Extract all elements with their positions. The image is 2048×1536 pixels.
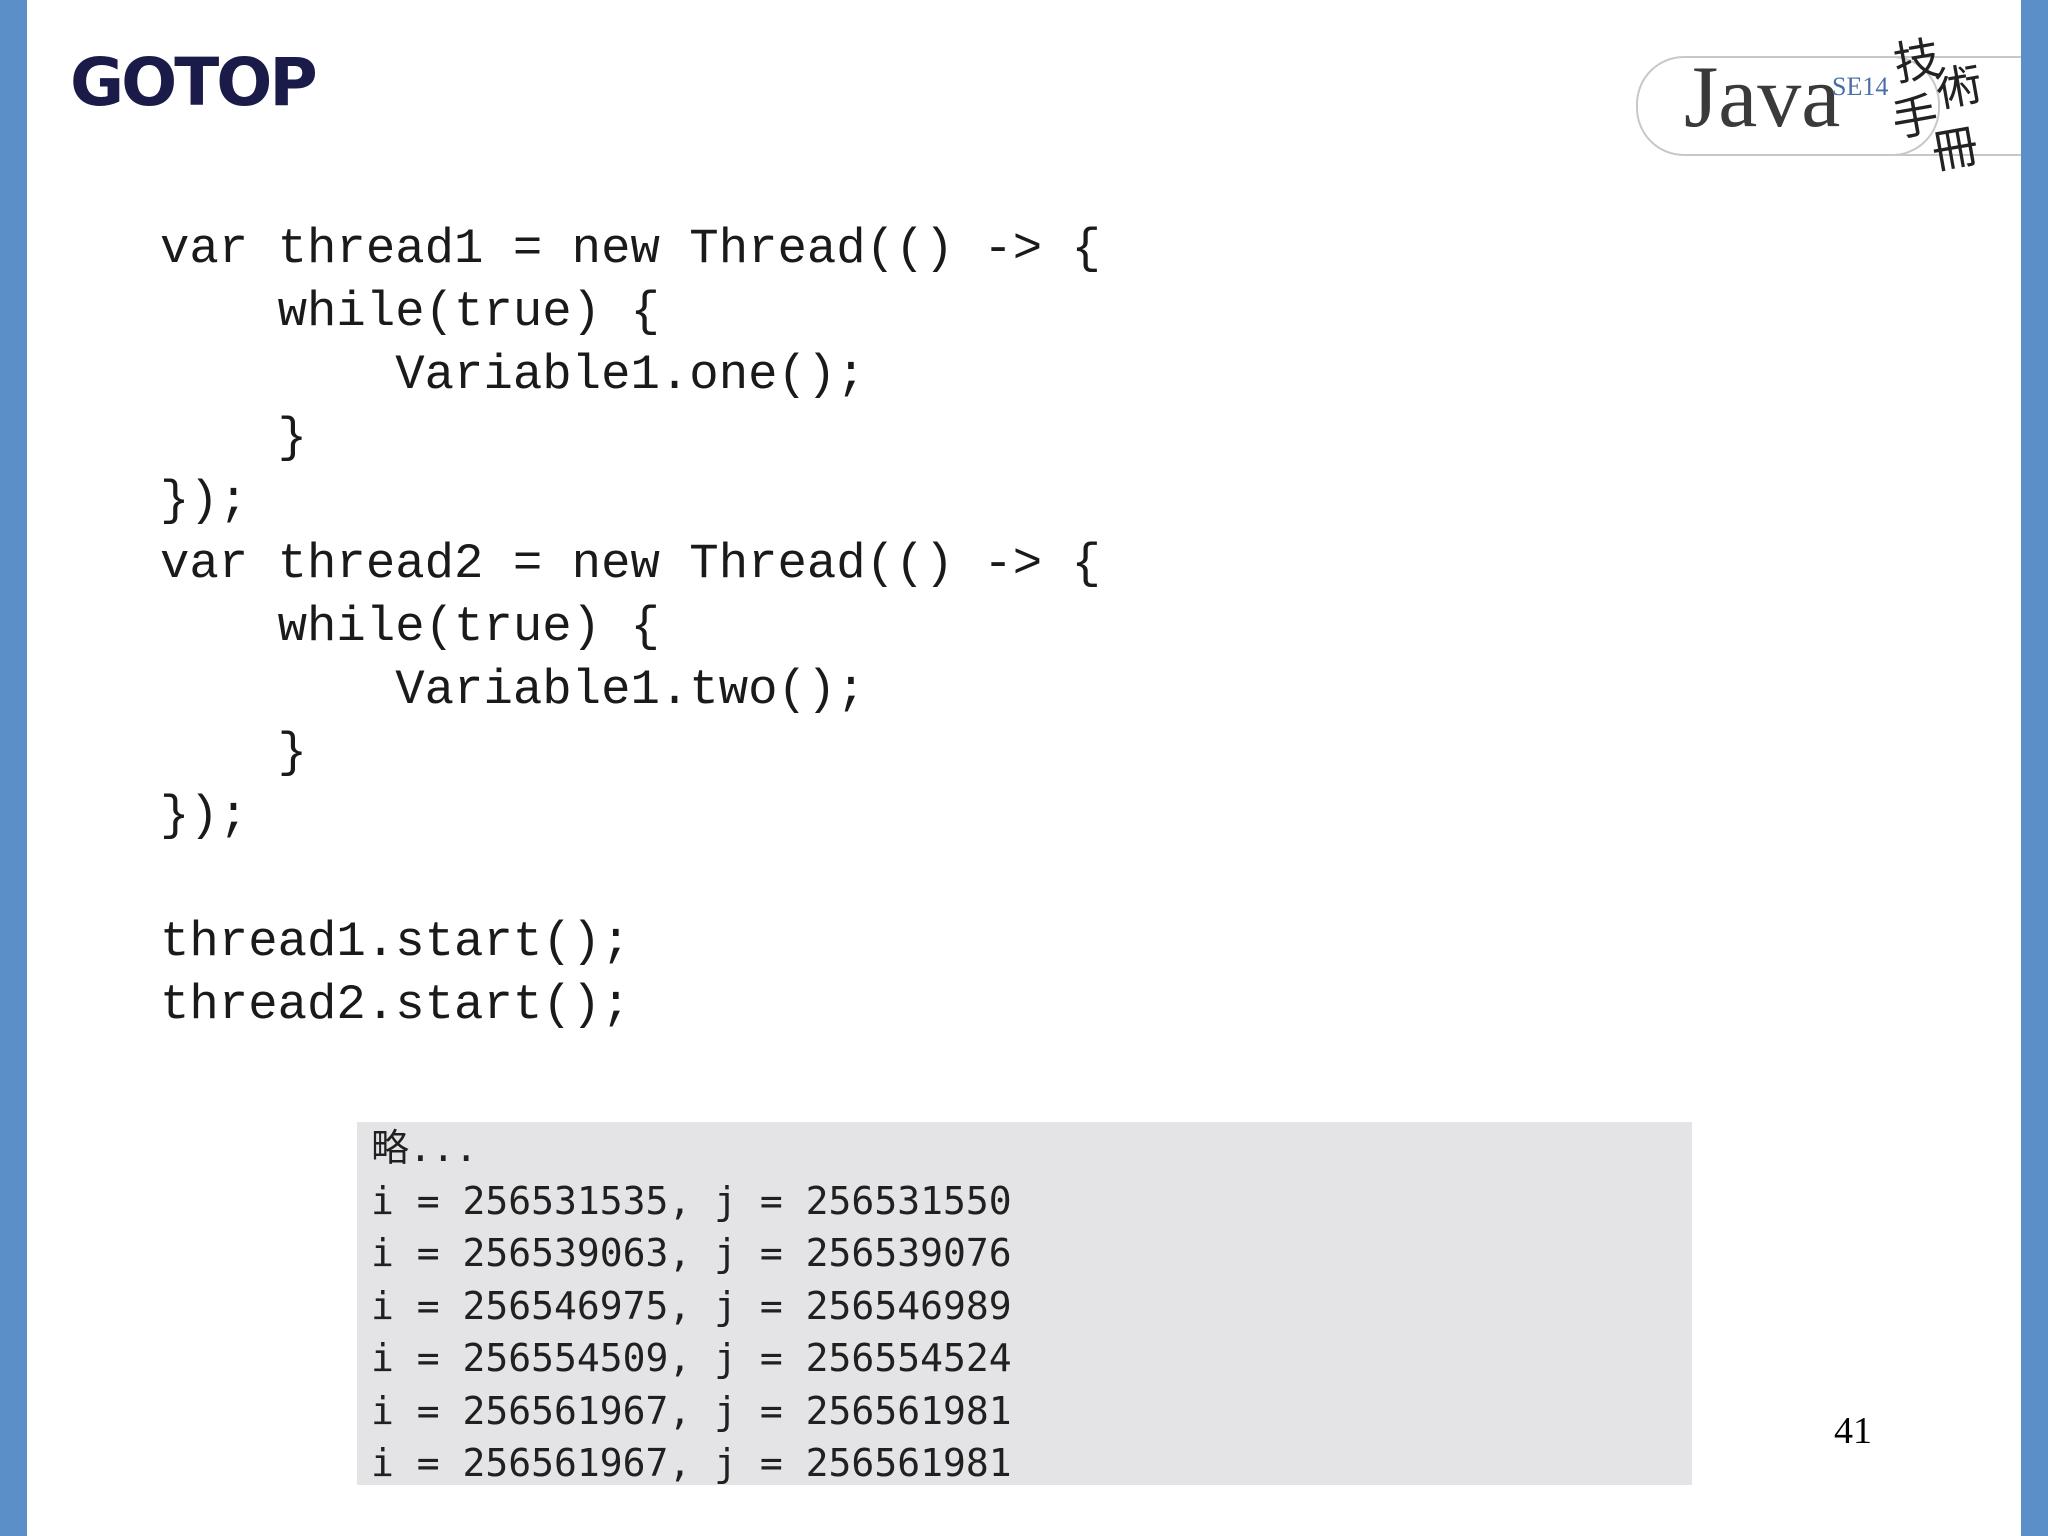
logo-cjk-char: 術 — [1931, 56, 1987, 118]
console-output-text: 略... i = 256531535, j = 256531550 i = 25… — [371, 1122, 1012, 1490]
code-listing: var thread1 = new Thread(() -> { while(t… — [160, 218, 1101, 1037]
output-line: i = 256546975, j = 256546989 — [371, 1283, 1012, 1328]
code-line: Variable1.two(); — [160, 662, 866, 718]
logo-java-word: Java — [1684, 49, 1841, 146]
output-line: i = 256561967, j = 256561981 — [371, 1441, 1012, 1485]
code-line: var thread1 = new Thread(() -> { — [160, 221, 1101, 277]
code-line: }); — [160, 473, 249, 529]
code-line: } — [160, 410, 308, 466]
code-line: var thread2 = new Thread(() -> { — [160, 536, 1101, 592]
output-line: i = 256531535, j = 256531550 — [371, 1178, 1012, 1223]
logo-cjk-char: 冊 — [1927, 118, 1983, 180]
output-line: 略... — [371, 1126, 478, 1170]
output-line: i = 256554509, j = 256554524 — [371, 1336, 1012, 1380]
logo-edition: SE14 — [1832, 72, 1889, 101]
code-line: } — [160, 725, 308, 781]
gotop-logo: GOTOP — [70, 44, 318, 121]
output-line: i = 256539063, j = 256539076 — [371, 1231, 1012, 1275]
code-line: thread2.start(); — [160, 977, 631, 1033]
console-output-panel: 略... i = 256531535, j = 256531550 i = 25… — [357, 1122, 1692, 1485]
logo-frame-line — [1886, 56, 2021, 156]
code-line: }); — [160, 788, 249, 844]
code-line: while(true) { — [160, 284, 660, 340]
code-line: Variable1.one(); — [160, 347, 866, 403]
logo-frame-pill — [1636, 56, 1940, 156]
java-se14-logo: Java SE14 技 術 手 冊 — [1636, 30, 2021, 180]
code-line: while(true) { — [160, 599, 660, 655]
page-number: 41 — [1834, 1410, 1872, 1452]
right-accent-bar — [2021, 0, 2048, 1536]
output-line: i = 256561967, j = 256561981 — [371, 1388, 1012, 1433]
left-accent-bar — [0, 0, 27, 1536]
code-line: thread1.start(); — [160, 914, 631, 970]
